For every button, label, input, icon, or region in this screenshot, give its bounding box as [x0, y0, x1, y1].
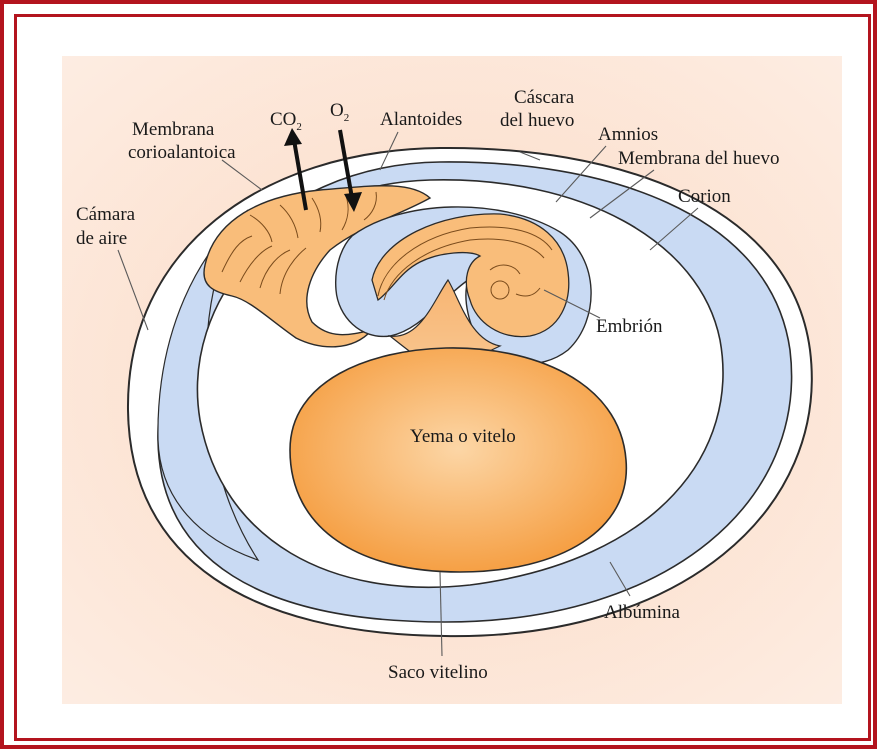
label-membrana-line2: corioalantoica	[128, 142, 236, 163]
label-corion: Corion	[678, 186, 731, 207]
label-alantoides: Alantoides	[380, 109, 462, 130]
label-yema: Yema o vitelo	[410, 426, 516, 447]
label-membrana-huevo: Membrana del huevo	[618, 148, 779, 169]
label-albumina: Albúmina	[604, 602, 681, 623]
label-amnios: Amnios	[598, 124, 658, 145]
label-cascara-line2: del huevo	[500, 110, 574, 131]
label-cascara-line1: Cáscara	[514, 87, 575, 108]
yolk	[290, 348, 626, 572]
label-embrion: Embrión	[596, 316, 663, 337]
label-saco: Saco vitelino	[388, 662, 488, 683]
label-camara-line2: de aire	[76, 228, 127, 249]
label-camara-line1: Cámara	[76, 204, 136, 225]
label-membrana-line1: Membrana	[132, 119, 215, 140]
